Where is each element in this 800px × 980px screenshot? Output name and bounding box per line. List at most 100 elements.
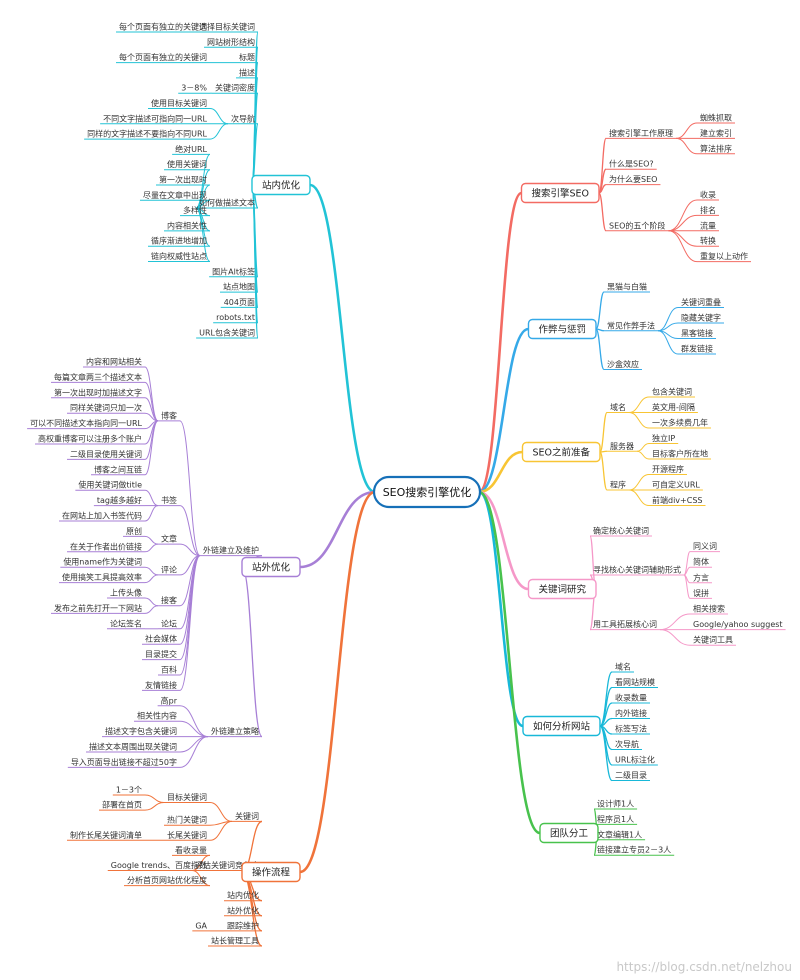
- topic-label[interactable]: 排名: [700, 205, 716, 215]
- branch-node[interactable]: 站外优化: [241, 556, 301, 578]
- topic-label[interactable]: 转换: [700, 236, 716, 246]
- topic-label[interactable]: 可以不同描述文本指向同一URL: [30, 418, 142, 428]
- topic-label[interactable]: SEO的五个阶段: [609, 220, 665, 230]
- topic-label[interactable]: 3－8%: [181, 84, 207, 93]
- topic-label[interactable]: 使用关键词: [167, 159, 207, 169]
- branch-node[interactable]: 团队分工: [539, 822, 599, 844]
- topic-label[interactable]: 网站树形结构: [207, 37, 255, 47]
- topic-label[interactable]: GA: [195, 921, 207, 930]
- topic-label[interactable]: 关键词密度: [215, 83, 255, 93]
- topic-label[interactable]: 发布之前先打开一下网站: [54, 603, 142, 613]
- topic-label[interactable]: 程序员1人: [597, 814, 634, 824]
- topic-label[interactable]: 内容相关性: [167, 220, 207, 230]
- topic-label[interactable]: 方言: [693, 572, 709, 582]
- topic-label[interactable]: 误拼: [693, 588, 709, 598]
- topic-label[interactable]: 分析首页网站优化程度: [127, 875, 207, 885]
- topic-label[interactable]: 二级目录使用关键词: [70, 449, 142, 459]
- topic-label[interactable]: 标题: [239, 52, 255, 62]
- topic-label[interactable]: 关键词: [235, 811, 259, 821]
- topic-label[interactable]: 服务器: [610, 441, 634, 451]
- topic-label[interactable]: 算法排序: [700, 143, 732, 153]
- topic-label[interactable]: 部署在首页: [102, 800, 142, 810]
- topic-label[interactable]: 描述文字包含关键词: [105, 726, 177, 736]
- topic-label[interactable]: 图片Alt标签: [212, 266, 255, 276]
- topic-label[interactable]: 收录数量: [615, 693, 647, 703]
- topic-label[interactable]: 第一次出现时加描述文字: [54, 387, 142, 397]
- topic-label[interactable]: 标签写法: [615, 724, 647, 734]
- topic-label[interactable]: 友情链接: [145, 680, 177, 690]
- topic-label[interactable]: 不同文字描述可指向同一URL: [103, 113, 207, 123]
- topic-label[interactable]: 二级目录: [615, 770, 647, 780]
- topic-label[interactable]: 站外优化: [227, 905, 259, 915]
- topic-label[interactable]: Google/yahoo suggest: [693, 620, 783, 629]
- topic-label[interactable]: 内外链接: [615, 708, 647, 718]
- topic-label[interactable]: 目标关键词: [167, 792, 207, 802]
- branch-node[interactable]: 操作流程: [241, 861, 301, 883]
- topic-label[interactable]: 设计师1人: [597, 799, 634, 809]
- topic-label[interactable]: 站长管理工具: [211, 936, 259, 946]
- topic-label[interactable]: 英文用-间隔: [652, 402, 695, 412]
- topic-label[interactable]: 目录提交: [145, 649, 177, 659]
- topic-label[interactable]: URL包含关键词: [199, 328, 255, 338]
- topic-label[interactable]: 评论: [161, 564, 177, 574]
- topic-label[interactable]: 蜘蛛抓取: [700, 113, 732, 123]
- topic-label[interactable]: 循序渐进地增加: [151, 236, 207, 246]
- topic-label[interactable]: 确定核心关键词: [593, 526, 649, 536]
- topic-label[interactable]: 高pr: [161, 695, 178, 705]
- branch-node[interactable]: 作弊与惩罚: [527, 318, 597, 340]
- topic-label[interactable]: 使用目标关键词: [151, 98, 207, 108]
- topic-label[interactable]: 关键词重叠: [681, 297, 721, 307]
- topic-label[interactable]: 流量: [700, 220, 716, 230]
- topic-label[interactable]: 文章: [161, 534, 177, 544]
- topic-label[interactable]: 同样的文字描述不要指向不同URL: [87, 129, 207, 139]
- topic-label[interactable]: Google trends、百度指数: [111, 860, 207, 870]
- topic-label[interactable]: 博客: [161, 410, 177, 420]
- topic-label[interactable]: 独立IP: [652, 433, 675, 443]
- topic-label[interactable]: 同义词: [693, 542, 717, 551]
- topic-label[interactable]: robots.txt: [216, 313, 255, 322]
- topic-label[interactable]: 简体: [693, 557, 709, 567]
- topic-label[interactable]: 关键词工具: [693, 635, 733, 645]
- root-node[interactable]: SEO搜索引擎优化: [372, 475, 482, 509]
- topic-label[interactable]: URL标注化: [615, 755, 655, 765]
- topic-label[interactable]: 书签: [161, 495, 177, 505]
- topic-label[interactable]: 寻找核心关键词辅助形式: [593, 565, 681, 575]
- topic-label[interactable]: 域名: [615, 662, 631, 672]
- topic-label[interactable]: 沙盒效应: [607, 359, 639, 369]
- topic-label[interactable]: 使用搞笑工具提高效率: [62, 572, 142, 582]
- topic-label[interactable]: 每篇文章两三个描述文本: [54, 372, 142, 382]
- topic-label[interactable]: 黑客链接: [681, 328, 713, 338]
- branch-node[interactable]: 如何分析网站: [522, 715, 601, 737]
- topic-label[interactable]: 黑猫与白猫: [607, 282, 647, 292]
- topic-label[interactable]: 每个页面有独立的关键词: [119, 52, 207, 62]
- topic-label[interactable]: 外链建立及维护: [203, 545, 259, 555]
- topic-label[interactable]: 导入页面导出链接不超过50字: [71, 757, 177, 767]
- topic-label[interactable]: 如何做描述文本: [199, 197, 255, 207]
- topic-label[interactable]: 看收录量: [175, 845, 207, 855]
- topic-label[interactable]: 为什么要SEO: [609, 174, 657, 184]
- topic-label[interactable]: 相关性内容: [137, 711, 177, 721]
- topic-label[interactable]: 域名: [610, 402, 626, 412]
- topic-label[interactable]: 站内优化: [227, 890, 259, 900]
- branch-node[interactable]: SEO之前准备: [521, 441, 601, 463]
- topic-label[interactable]: 外链建立策略: [211, 726, 259, 736]
- topic-label[interactable]: 用工具拓展核心词: [593, 619, 657, 629]
- topic-label[interactable]: 收录: [700, 190, 716, 200]
- topic-label[interactable]: 热门关键词: [167, 815, 207, 825]
- topic-label[interactable]: 使用name作为关键词: [63, 557, 142, 567]
- topic-label[interactable]: 建立索引: [700, 128, 732, 138]
- topic-label[interactable]: 使用关键词做title: [78, 480, 142, 490]
- topic-label[interactable]: 第一次出现时: [159, 175, 207, 185]
- topic-label[interactable]: 原创: [126, 526, 142, 536]
- topic-label[interactable]: 跟踪维护: [227, 920, 259, 930]
- topic-label[interactable]: 次导航: [615, 739, 639, 749]
- topic-label[interactable]: 链接建立专员2－3人: [597, 845, 671, 855]
- topic-label[interactable]: 404页面: [224, 298, 255, 307]
- topic-label[interactable]: 程序: [610, 480, 626, 490]
- topic-label[interactable]: 文章编辑1人: [597, 829, 642, 839]
- topic-label[interactable]: 论坛: [161, 618, 177, 628]
- branch-node[interactable]: 站内优化: [251, 174, 311, 196]
- topic-label[interactable]: 多样性: [183, 205, 207, 215]
- topic-label[interactable]: 百科: [161, 665, 177, 675]
- topic-label[interactable]: 上传头像: [110, 588, 142, 598]
